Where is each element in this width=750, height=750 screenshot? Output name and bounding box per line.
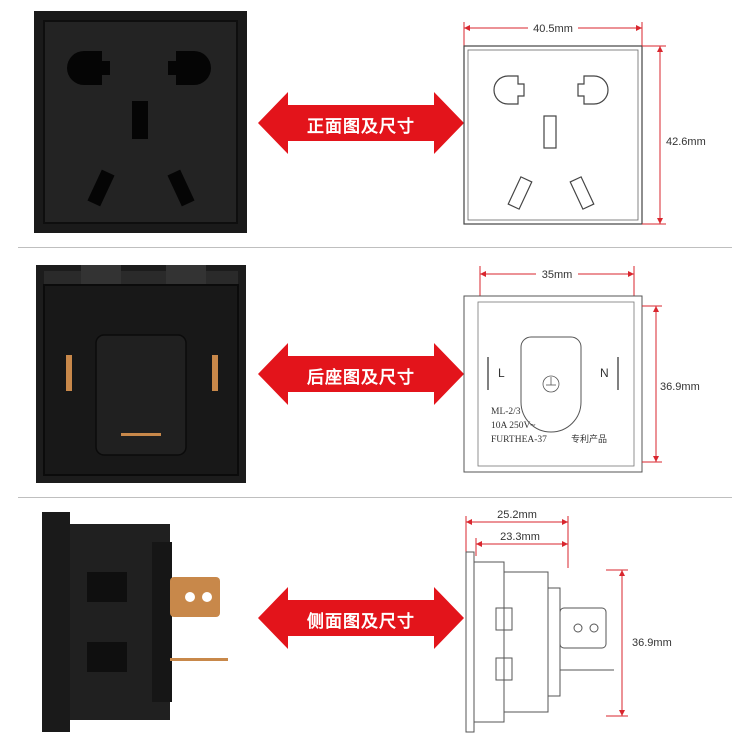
brand-marking: FURTHEA-37	[491, 435, 547, 445]
live-terminal-label: L	[498, 366, 505, 380]
double-arrow-icon	[258, 587, 464, 649]
neutral-terminal-label: N	[600, 366, 609, 380]
back-dimension-drawing: 35mm L N ML-2/3 10A 250V~ FURTHEA-37 专利产…	[463, 266, 700, 473]
front-socket-photo	[34, 11, 247, 233]
front-height-dimension: 42.6mm	[666, 136, 706, 148]
back-width-dimension: 35mm	[542, 269, 573, 281]
model-marking: ML-2/3	[491, 407, 521, 417]
section-divider	[18, 497, 732, 498]
double-arrow-icon	[258, 92, 464, 154]
section-front-view: 正面图及尺寸 40.5mm 42.6mm	[0, 0, 750, 245]
side-inner-width-dimension: 23.3mm	[500, 531, 540, 543]
back-socket-photo	[36, 265, 246, 483]
side-outer-width-dimension: 25.2mm	[497, 509, 537, 521]
back-view-label: 后座图及尺寸	[307, 368, 415, 388]
side-socket-photo	[42, 512, 228, 732]
patent-marking: 专利产品	[571, 433, 607, 445]
rating-marking: 10A 250V~	[491, 421, 535, 431]
front-dimension-drawing: 40.5mm 42.6mm	[463, 21, 706, 225]
front-width-dimension: 40.5mm	[533, 23, 573, 35]
front-view-label: 正面图及尺寸	[307, 117, 415, 137]
double-arrow-icon	[258, 343, 464, 405]
back-height-dimension: 36.9mm	[660, 381, 700, 393]
side-dimension-drawing: 25.2mm 23.3mm 36.9mm	[465, 509, 672, 733]
side-height-dimension: 36.9mm	[632, 637, 672, 649]
side-view-label: 侧面图及尺寸	[307, 612, 415, 632]
section-side-view: 侧面图及尺寸 25.2mm 23.3mm	[0, 500, 750, 750]
section-back-view: 后座图及尺寸 35mm L N ML-2/3 10A 250V~ FURTHEA…	[0, 250, 750, 495]
section-divider	[18, 247, 732, 248]
